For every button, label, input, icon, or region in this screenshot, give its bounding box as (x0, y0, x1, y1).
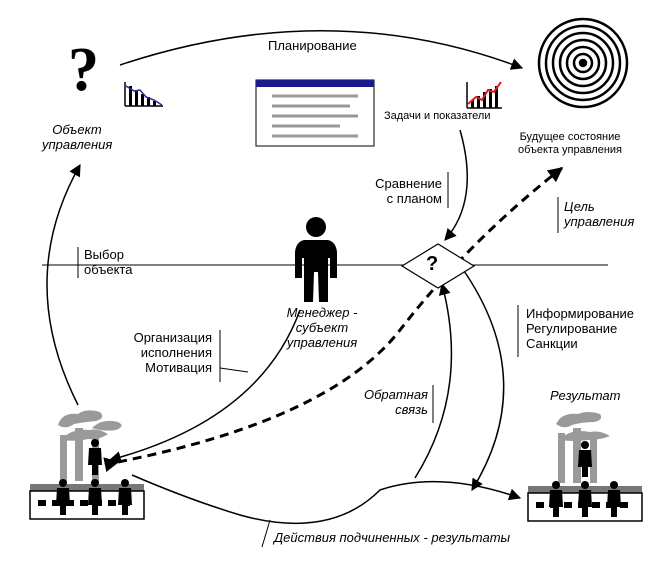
future-state-label: Будущее состояние объекта управления (507, 131, 633, 157)
selection-line1: Выбор (84, 247, 124, 262)
informing-line2: Регулирование (526, 321, 618, 336)
organization-label: Организация исполнения Мотивация (120, 330, 212, 375)
target-icon (537, 17, 629, 109)
organization-line1: Организация (133, 330, 212, 345)
manager-line3: управления (286, 335, 358, 350)
goal-line2: управления (564, 214, 635, 229)
actions-label: Действия подчиненных - результаты (274, 530, 511, 545)
manager-figure-icon (295, 217, 337, 302)
manager-line2: субъект (295, 320, 349, 335)
diamond-question-mark: ? (426, 253, 439, 275)
object-label-line1: Объект (52, 122, 102, 137)
informing-line3: Санкции (526, 336, 578, 351)
planning-arrow (119, 30, 524, 70)
question-mark-icon: ? (68, 36, 99, 104)
informing-arrow (461, 267, 505, 492)
goal-label: Цель управления (564, 199, 634, 229)
object-label: Объект управления (42, 122, 112, 152)
informing-label: Информирование Регулирование Санкции (526, 306, 634, 351)
comparison-diamond (400, 243, 476, 289)
actions-arrow (131, 474, 522, 525)
ascending-chart-icon (466, 81, 502, 109)
manager-line1: Менеджер - (286, 305, 358, 320)
goal-line1: Цель (564, 199, 595, 214)
planning-label: Планирование (268, 38, 357, 53)
organization-line2: исполнения (140, 345, 212, 360)
organization-line3: Мотивация (145, 360, 212, 375)
comparison-line2: с планом (386, 191, 442, 206)
feedback-line1: Обратная (363, 387, 428, 402)
result-label: Результат (550, 388, 621, 403)
future-state-line1: Будущее состояние (519, 131, 621, 143)
feedback-line2: связь (395, 402, 428, 417)
comparison-line1: Сравнение (375, 176, 442, 191)
informing-line1: Информирование (526, 306, 634, 321)
left-factory-icon (29, 410, 145, 520)
goal-dashed-arrow (103, 166, 564, 472)
future-state-line2: объекта управления (517, 144, 623, 156)
manager-label: Менеджер - субъект управления (274, 305, 370, 350)
label-brackets (77, 172, 559, 548)
feedback-arrow (414, 282, 453, 479)
selection-line2: объекта (84, 262, 133, 277)
tasks-label: Задачи и показатели (384, 110, 491, 122)
descending-chart-icon (124, 82, 163, 107)
selection-arrow (46, 163, 81, 406)
selection-label: Выбор объекта (84, 247, 132, 277)
result-factory-icon (527, 412, 643, 522)
plan-document-icon (255, 79, 375, 147)
comparison-label: Сравнение с планом (360, 176, 442, 206)
object-label-line2: управления (42, 137, 113, 152)
feedback-label: Обратная связь (350, 387, 428, 417)
